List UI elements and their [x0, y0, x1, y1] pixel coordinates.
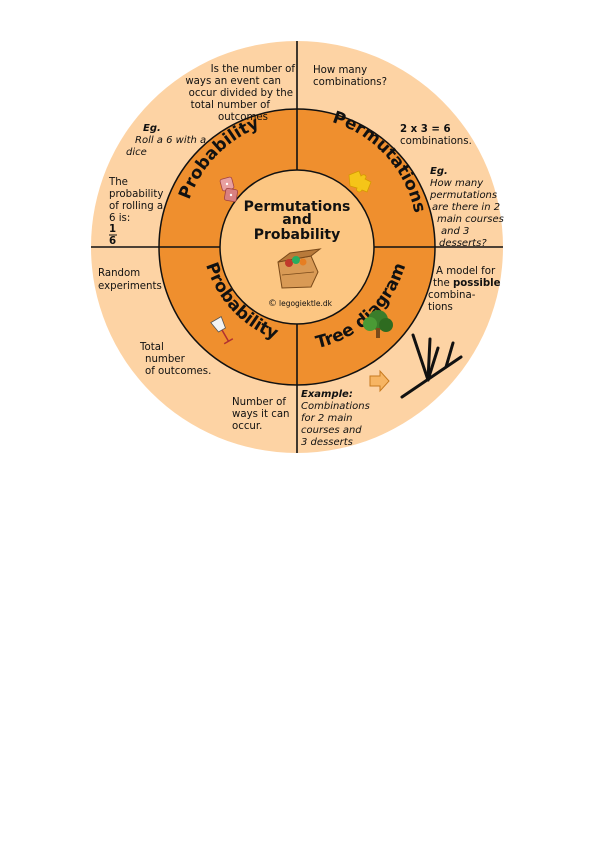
tr-question-line1: How many	[313, 65, 367, 76]
tl-eg-line2: dice	[126, 147, 147, 158]
svg-text:6 is:: 6 is:	[109, 213, 130, 224]
svg-text:occur.: occur.	[232, 421, 262, 432]
svg-text:total number of: total number of	[191, 100, 271, 111]
svg-text:number: number	[145, 354, 186, 365]
center-title-2: and	[282, 212, 311, 228]
svg-text:for 2 main: for 2 main	[301, 413, 352, 424]
svg-text:The: The	[108, 177, 128, 188]
svg-text:How many: How many	[430, 178, 484, 189]
tl-prob-text: The probability of rolling a 6 is:	[108, 177, 163, 224]
bl-random-line2: experiments	[98, 281, 162, 292]
svg-text:are there in 2: are there in 2	[432, 202, 500, 213]
tree-diagram-icon	[400, 333, 463, 399]
br-example-label: Example:	[301, 389, 353, 400]
center-title-3: Probability	[254, 227, 341, 243]
tl-eg-line1: Roll a 6 with a	[135, 135, 206, 146]
svg-text:and 3: and 3	[441, 226, 469, 237]
br-model-line2: the possible	[433, 278, 501, 289]
puzzle-icon	[348, 170, 372, 193]
tl-definition: Is the number of ways an event can occur…	[185, 64, 295, 123]
glass-icon	[210, 316, 234, 345]
tr-calc: 2 x 3 = 6	[400, 124, 451, 135]
svg-text:Combinations: Combinations	[301, 401, 370, 412]
br-model-line3: combina-	[428, 290, 476, 301]
br-model-line1: A model for	[436, 266, 496, 277]
bl-total: Total number of outcomes.	[139, 342, 211, 377]
svg-text:Number of: Number of	[232, 397, 286, 408]
tl-eg-label: Eg.	[143, 123, 161, 134]
svg-text:courses and: courses and	[301, 425, 362, 436]
svg-text:of outcomes.: of outcomes.	[145, 366, 211, 377]
svg-text:of rolling a: of rolling a	[109, 201, 163, 212]
br-model-line4: tions	[428, 302, 453, 313]
copyright-text: legogiektle.dk	[279, 299, 333, 308]
basket-icon	[277, 248, 322, 289]
copyright-symbol: ©	[268, 299, 277, 309]
tr-eg-text: How many permutations are there in 2 mai…	[429, 178, 504, 249]
svg-text:desserts?: desserts?	[439, 238, 487, 249]
svg-text:main courses: main courses	[437, 214, 504, 225]
svg-text:6: 6	[109, 236, 116, 247]
br-example-text: Combinations for 2 main courses and 3 de…	[301, 401, 370, 448]
tl-fraction: 1 6	[109, 224, 117, 247]
svg-text:Is the number of: Is the number of	[211, 64, 296, 75]
svg-text:outcomes: outcomes	[218, 112, 268, 123]
svg-text:3 desserts: 3 desserts	[301, 437, 353, 448]
center-title-1: Permutations	[244, 199, 351, 215]
svg-text:probability: probability	[109, 189, 163, 200]
tr-question-line2: combinations?	[313, 77, 387, 88]
svg-text:ways an event can: ways an event can	[185, 76, 281, 87]
svg-text:ways it can: ways it can	[232, 409, 290, 420]
bl-ways: Number of ways it can occur.	[232, 397, 290, 432]
svg-text:permutations: permutations	[429, 190, 497, 201]
arrow-icon	[369, 369, 390, 393]
svg-text:1: 1	[109, 224, 116, 235]
svg-text:occur divided by the: occur divided by the	[189, 88, 293, 99]
tree-icon	[363, 310, 393, 338]
tr-eg-label: Eg.	[430, 166, 448, 177]
bl-random-line1: Random	[98, 268, 140, 279]
tr-calc-word: combinations.	[400, 136, 472, 147]
svg-text:Total: Total	[139, 342, 164, 353]
dice-icon	[219, 176, 239, 203]
